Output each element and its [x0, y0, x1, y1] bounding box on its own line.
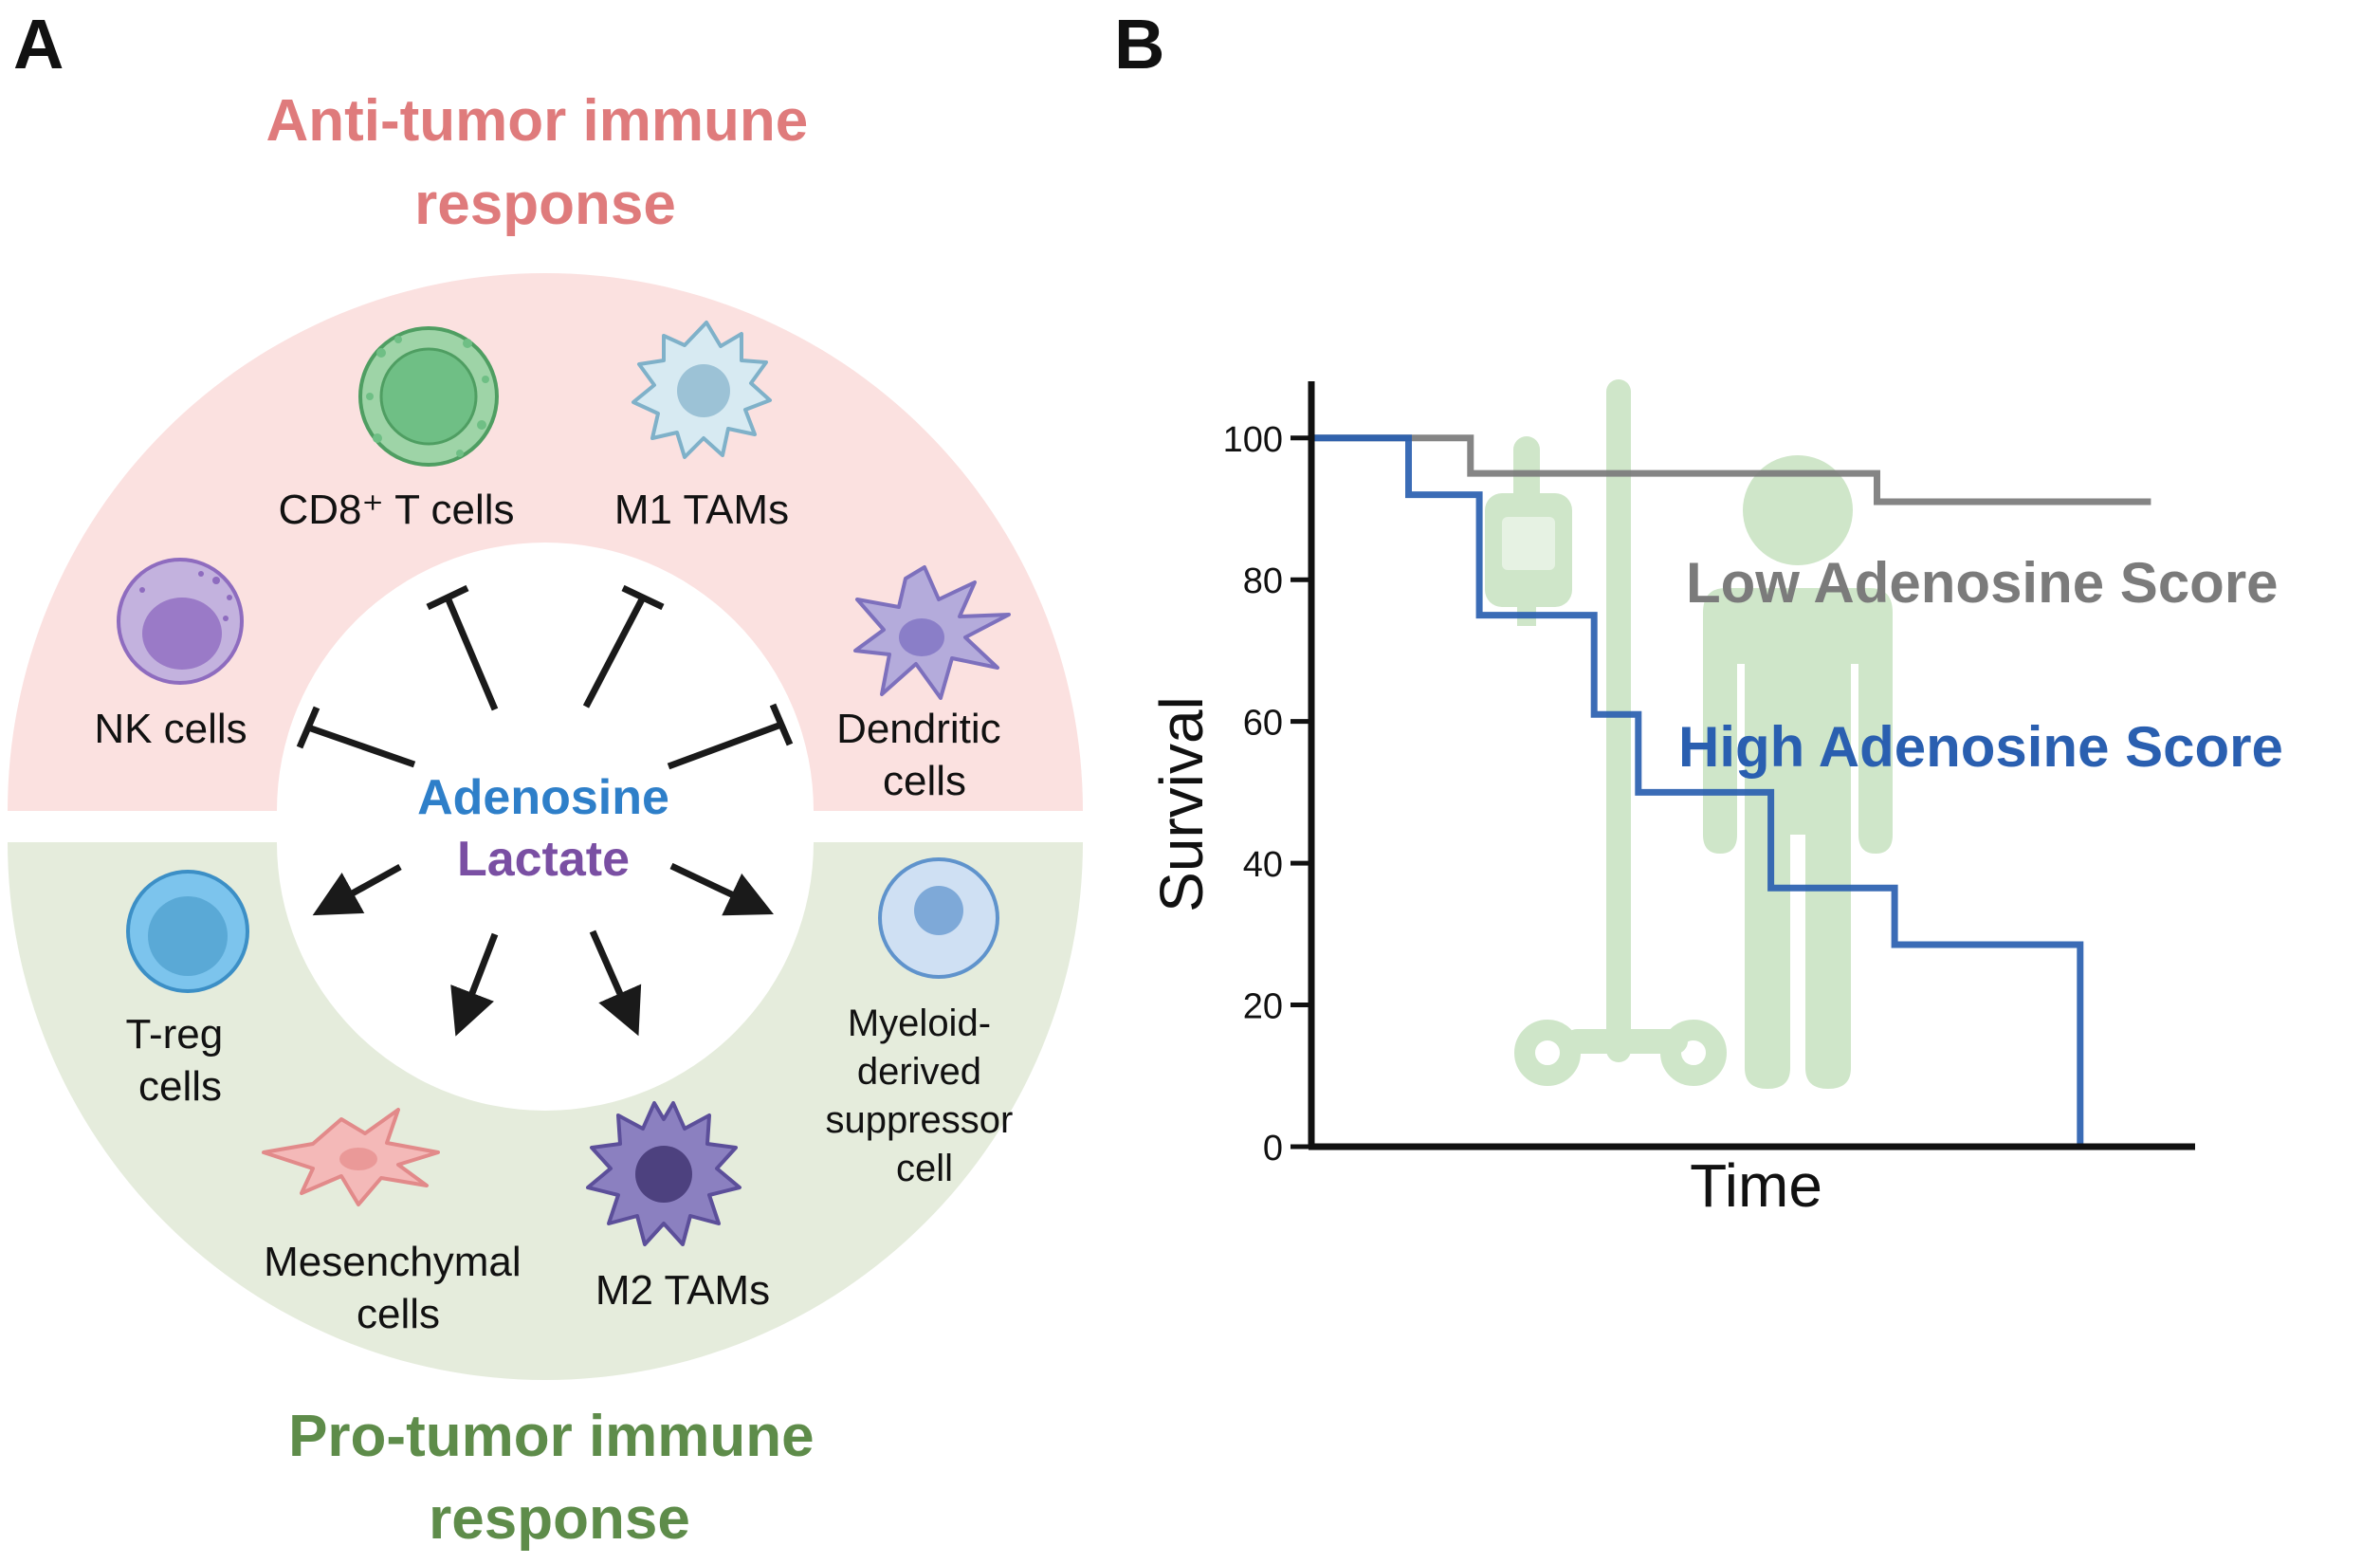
cd8-t-cell-icon [358, 326, 499, 467]
dendritic-cells-label-line-2: cells [883, 758, 966, 804]
pro-tumor-title-line-1: Pro-tumor immune [288, 1404, 815, 1469]
panel-b-label: B [1114, 5, 1164, 83]
y-tick-label-60: 60 [1243, 704, 1283, 744]
y-tick-label-0: 0 [1263, 1129, 1283, 1168]
nk-cell-icon [117, 558, 244, 685]
series-line-high-adenosine [1311, 434, 2084, 1147]
mesenchymal-cells-label-line-2: cells [357, 1291, 440, 1337]
patient-iv-illustration [1485, 379, 1893, 1089]
pro-tumor-title-line-2: response [429, 1486, 690, 1552]
arrow-to-mesenchymal [450, 932, 499, 1037]
series-line-low-adenosine [1311, 434, 2151, 506]
anti-tumor-band [8, 273, 1083, 811]
arrow-to-m2-tams [589, 929, 642, 1037]
mdsc-label-line-1: Myeloid- [848, 1003, 991, 1044]
y-axis-title: Survival [1147, 696, 1216, 912]
panel-a: A Anti-tumor immune response [8, 5, 1083, 1552]
anti-tumor-title-line-1: Anti-tumor immune [266, 88, 809, 154]
inhibit-m1-tams [582, 584, 665, 708]
patient-icon [1703, 455, 1893, 1089]
inhibit-dendritic-cells [667, 703, 794, 770]
dendritic-cells-label: Dendritic cells [836, 706, 1013, 804]
km-plot: 0 20 40 60 80 100 [1223, 381, 2195, 1168]
mdsc-label-line-3: suppressor [826, 1099, 1014, 1141]
x-axis-title: Time [1690, 1151, 1822, 1220]
m1-tam-icon [632, 321, 772, 459]
center-adenosine: Adenosine [417, 770, 669, 825]
y-tick-label-80: 80 [1243, 561, 1283, 601]
pro-tumor-band [8, 842, 1083, 1380]
mesenchymal-cells-label: Mesenchymal cells [264, 1239, 533, 1337]
m2-tams-label-line-1: M2 TAMs [595, 1267, 770, 1314]
arrow-to-treg [312, 863, 402, 916]
nk-cells-label: NK cells [94, 706, 247, 752]
y-tick-label-40: 40 [1243, 845, 1283, 885]
m2-tams-label: M2 TAMs [595, 1267, 770, 1314]
mdsc-icon [878, 857, 999, 979]
y-tick-label-20: 20 [1243, 987, 1283, 1027]
m1-tams-label: M1 TAMs [614, 487, 789, 533]
inhibition-lines [296, 584, 794, 770]
mdsc-label: Myeloid- derived suppressor cell [826, 1003, 1024, 1189]
m1-tams-label-line-1: M1 TAMs [614, 487, 789, 533]
inhibit-nk-cells [296, 706, 416, 768]
arrow-to-mdsc [669, 862, 774, 916]
m2-tam-icon [586, 1101, 741, 1246]
treg-cell-icon [126, 870, 249, 993]
cd8-t-cells-label-line-1: CD8⁺ T cells [278, 487, 514, 533]
cd8-t-cells-label: CD8⁺ T cells [278, 487, 514, 533]
treg-cells-label-line-1: T-reg [126, 1011, 224, 1058]
panel-b: B 0 20 40 60 80 100 Survival Time Low Adenosi… [1114, 5, 2283, 1220]
anti-tumor-title: Anti-tumor immune response [266, 88, 825, 237]
anti-tumor-title-line-2: response [414, 172, 676, 237]
treg-cells-label: T-reg cells [126, 1011, 235, 1110]
dendritic-cell-icon [853, 565, 1011, 700]
treg-cells-label-line-2: cells [138, 1063, 222, 1110]
mesenchymal-cells-label-line-1: Mesenchymal [264, 1239, 521, 1285]
legend-high-adenosine: High Adenosine Score [1678, 715, 2283, 779]
inhibit-cd8-t-cells [426, 584, 499, 711]
center-lactate: Lactate [457, 832, 630, 887]
mdsc-label-line-2: derived [857, 1051, 981, 1093]
nk-cells-label-line-1: NK cells [94, 706, 247, 752]
mesenchymal-cell-icon [262, 1108, 440, 1206]
mdsc-label-line-4: cell [896, 1148, 953, 1189]
legend-low-adenosine: Low Adenosine Score [1686, 551, 2279, 615]
y-tick-label-100: 100 [1223, 420, 1283, 460]
panel-a-label: A [13, 5, 64, 83]
pro-tumor-title: Pro-tumor immune response [288, 1404, 831, 1552]
promotion-arrows [312, 862, 774, 1037]
iv-stand-icon [1485, 379, 1727, 1086]
dendritic-cells-label-line-1: Dendritic [836, 706, 1001, 752]
